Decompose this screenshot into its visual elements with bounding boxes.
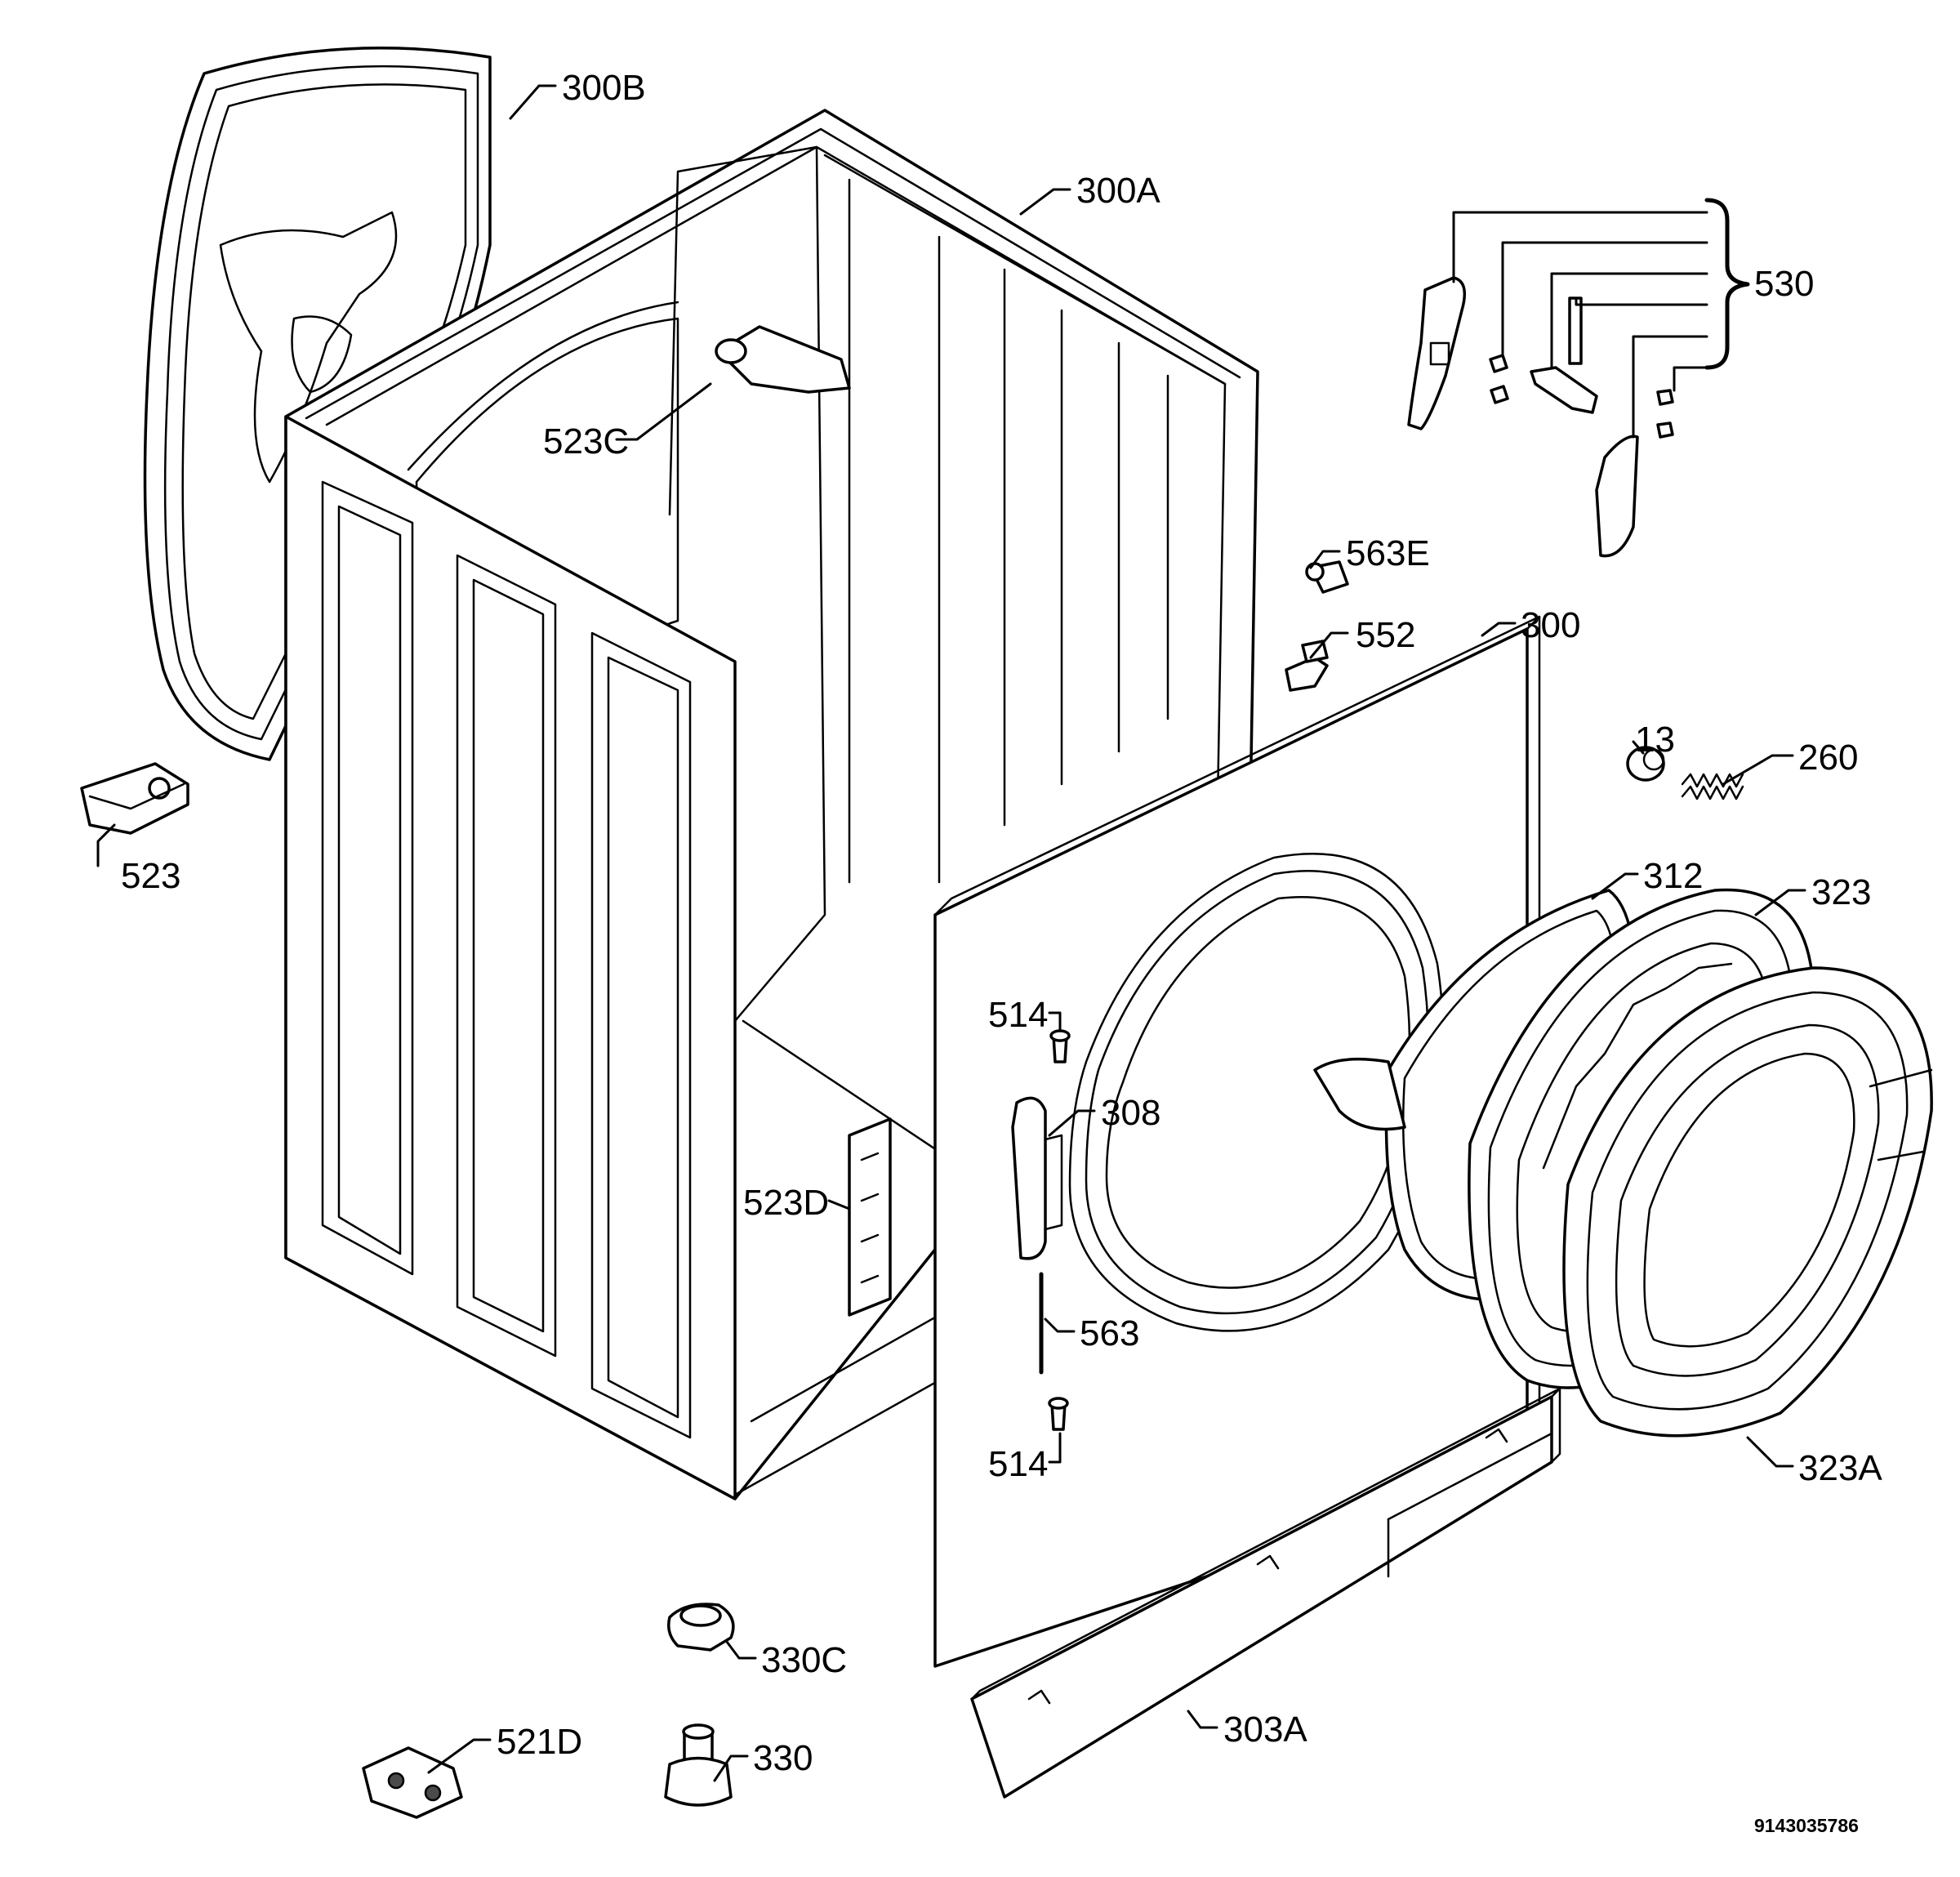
label-330c: 330C: [761, 1640, 847, 1680]
part-labels: 300B 300A 530 523C 563E 552 300 13 260 5…: [121, 68, 1882, 1836]
label-260: 260: [1798, 738, 1858, 778]
part-300a-cabinet: [284, 109, 1259, 1500]
label-563e: 563E: [1346, 533, 1430, 573]
label-523: 523: [121, 856, 180, 896]
leader-lines: [96, 84, 1806, 1782]
label-514-top: 514: [988, 995, 1048, 1035]
label-323: 323: [1811, 872, 1871, 912]
label-300b: 300B: [562, 68, 646, 108]
part-552-hinge-pin: [1285, 640, 1329, 692]
part-330-fitting: [664, 1723, 733, 1807]
part-323a-door-ring: [1562, 966, 1933, 1438]
label-521d: 521D: [497, 1722, 582, 1762]
part-260-spring: [1681, 773, 1744, 800]
label-323a: 323A: [1798, 1448, 1882, 1488]
drawing-number: 9143035786: [1754, 1815, 1859, 1836]
label-330: 330: [753, 1738, 813, 1778]
label-523c: 523C: [543, 421, 629, 461]
label-13: 13: [1635, 720, 1675, 760]
label-308: 308: [1101, 1093, 1160, 1133]
label-530: 530: [1754, 264, 1814, 304]
part-330c-nut: [667, 1603, 735, 1652]
part-303a-control-panel: [970, 1387, 1561, 1799]
label-303a: 303A: [1223, 1710, 1307, 1750]
part-13-knob: [1626, 746, 1665, 782]
label-563: 563: [1080, 1313, 1139, 1353]
label-300a: 300A: [1076, 171, 1160, 211]
part-530-latch-kit: [1407, 198, 1750, 558]
label-300: 300: [1521, 605, 1580, 645]
label-552: 552: [1356, 615, 1415, 655]
label-523d: 523D: [743, 1183, 829, 1223]
label-312: 312: [1643, 856, 1703, 896]
part-523-clip: [80, 762, 189, 835]
label-514-bottom: 514: [988, 1444, 1048, 1484]
